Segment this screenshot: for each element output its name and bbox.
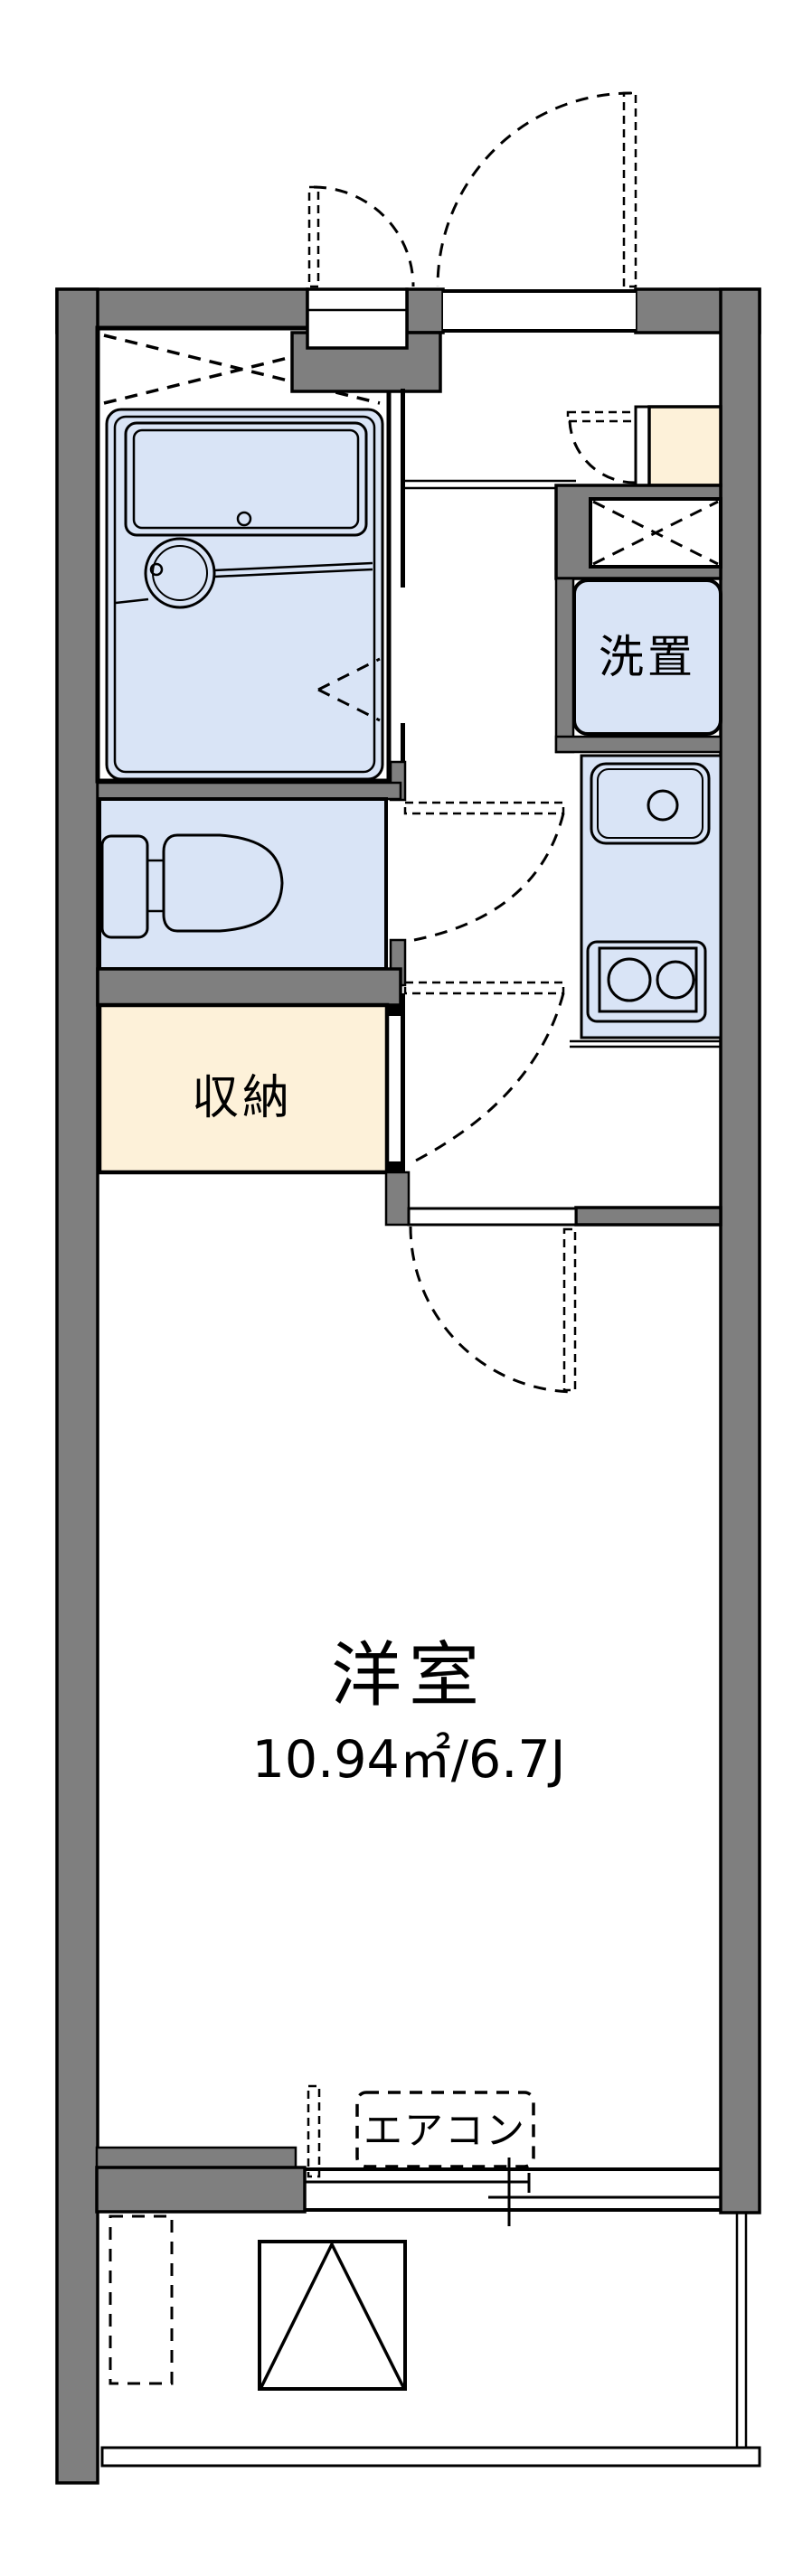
hall-wall-line-mid [401,723,405,763]
storage-label: 収納 [192,1071,293,1125]
entrance-doors [307,91,637,288]
toilet-room [98,797,388,971]
main-room: 洋室 10.94㎡/6.7J [252,1635,566,1790]
bath-unit-panel [105,408,384,781]
washer-area: 洗置 [554,578,722,754]
shoe-cabinet-door-arc [568,420,636,484]
room-label: 洋室 [331,1635,486,1716]
storage-door-jamb-top [386,1005,401,1016]
aircon: エアコン [307,2084,535,2178]
bath-door-swing-lower [317,688,381,722]
toilet-tank [100,834,149,939]
balcony-rack [109,2214,174,2385]
washer-kitchen-wall-band [554,735,722,754]
room-door-leaf [562,1227,577,1392]
aircon-box [355,2091,535,2168]
hall-wall-line-lower [401,993,405,1172]
utility-niche [554,484,722,754]
fridge-x-line2 [592,500,719,566]
shoe-cabinet-door-leaf [566,410,637,423]
bathtub [124,421,368,537]
room-doorway [407,1206,722,1394]
aircon-mount [307,2084,321,2178]
entrance-opening [443,289,636,333]
entrance-recess [306,287,409,350]
kitchen-room-wall [574,1206,722,1227]
toilet-storage-wall-band [96,967,402,1007]
kitchen-sink [590,762,711,845]
stove-top [586,940,707,1023]
bathtub-drain [236,511,252,527]
hall-wall-line-upper [401,389,405,588]
balcony [100,2213,761,2468]
stove-inner-frame [598,946,698,1013]
shoe-cabinet-door-panel [634,405,651,487]
kitchen-sink-inner [597,768,703,839]
bathtub-inner [132,428,360,530]
bath-unit-inner-line [113,415,376,774]
niche-left-wall-strip [554,577,575,754]
stove-burner-right [656,960,695,1000]
alcove-door-leaf [307,185,320,288]
window-sill-wall-lower [95,2166,307,2214]
basin-faucet [149,562,164,577]
bath-counter-edge-2 [213,568,373,578]
washer-box [572,578,722,736]
window-sill-wall-upper [95,2146,297,2169]
kitchen [570,754,722,1048]
room-area-label: 10.94㎡/6.7J [252,1730,566,1790]
room-opening [407,1207,578,1227]
bath-counter-edge-1 [213,561,373,572]
balcony-hatch-marks [260,2241,405,2388]
bath-counter-edge-left [115,597,149,605]
left-outer-wall [55,287,99,2485]
hall-partition [389,389,407,1172]
entry-step [405,479,576,490]
outer-walls [55,287,761,2485]
alcove-door-arc [313,185,415,287]
storage-door-arc [413,992,565,1163]
shoe-cabinet [566,405,722,487]
storage-corner-stub [384,1170,411,1227]
storage-floor [97,1002,390,1175]
room-door-arc [409,1226,577,1394]
hallway-door-swings [403,801,565,1163]
sink-drain [647,789,679,822]
toilet-door-arc [413,813,565,942]
wash-basin [144,537,216,609]
entrance-opening-gap [443,291,636,331]
balcony-hatch [258,2240,407,2391]
entrance-door-arc [436,91,632,287]
toilet-door-leaf [403,801,565,815]
top-wall-mid-segment [405,287,445,334]
stove-burner-left [607,957,652,1002]
storage-door-jamb-bottom [386,1161,401,1172]
balcony-slab-edge [100,2446,761,2468]
aircon-label: エアコン [364,2109,526,2154]
bath-toilet-wall-band [96,781,402,801]
bath-unit [105,408,384,781]
bathroom-overhead-x-line2 [103,334,381,405]
washer-label: 洗置 [599,631,696,683]
storage-room: 収納 [97,1002,401,1175]
entrance-door-leaf [622,91,637,288]
shoe-cabinet-body [647,405,722,487]
right-outer-wall [719,287,761,2214]
bath-door-swing-upper [317,657,381,691]
window-wall [95,2146,721,2226]
storage-door-leaf [403,981,565,995]
toilet-bowl [162,833,284,933]
